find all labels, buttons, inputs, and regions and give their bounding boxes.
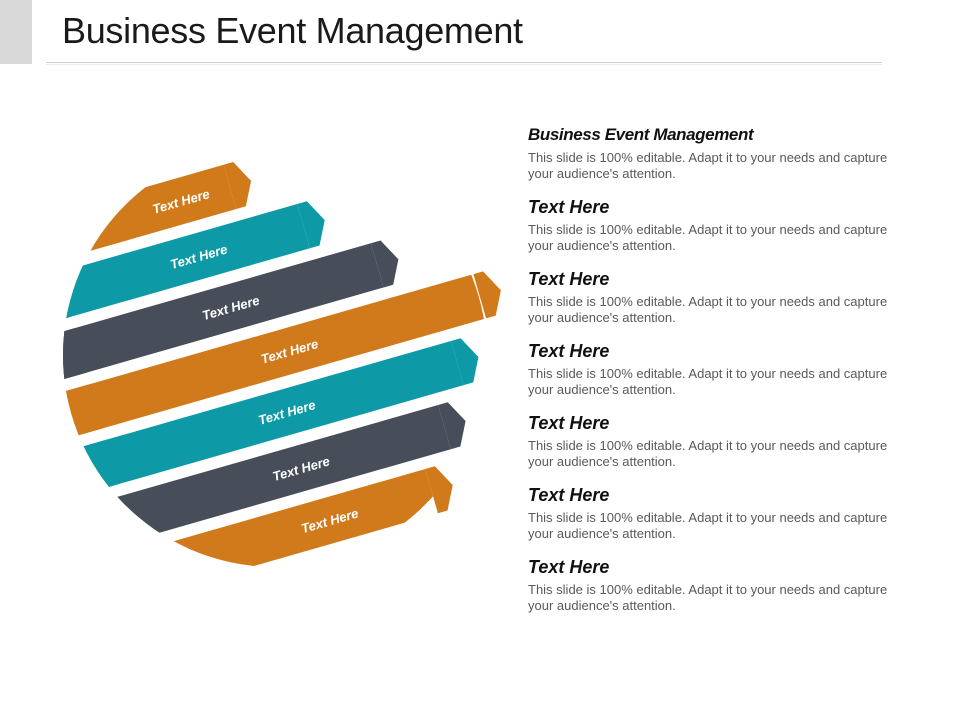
band-rim	[12, 216, 56, 281]
band-rim	[12, 272, 72, 336]
item-heading: Text Here	[528, 197, 610, 217]
text-item: Text Here This slide is 100% editable. A…	[528, 412, 888, 484]
title-accent-block	[0, 0, 32, 64]
text-item: Text Here This slide is 100% editable. A…	[528, 556, 888, 628]
band-arrow-tip	[450, 338, 479, 386]
band-arrow-tip	[473, 271, 501, 319]
text-panel: Business Event Management This slide is …	[528, 124, 888, 628]
band-rim	[71, 551, 152, 600]
band-arrow-tip	[297, 201, 325, 249]
band-arrow-tip	[223, 162, 252, 210]
band-arrow-tip	[438, 402, 466, 450]
band-arrow-tip	[425, 466, 453, 514]
band-body	[12, 243, 384, 392]
band-arrow-tip	[370, 240, 399, 288]
item-description: This slide is 100% editable. Adapt it to…	[528, 222, 888, 253]
band-rim	[55, 495, 136, 559]
item-description: This slide is 100% editable. Adapt it to…	[528, 510, 888, 541]
text-item: Text Here This slide is 100% editable. A…	[528, 196, 888, 268]
text-item: Text Here This slide is 100% editable. A…	[528, 268, 888, 340]
item-heading: Text Here	[528, 269, 610, 289]
item-heading: Text Here	[528, 485, 610, 505]
item-description: This slide is 100% editable. Adapt it to…	[528, 294, 888, 325]
item-heading: Text Here	[528, 413, 610, 433]
text-item: Text Here This slide is 100% editable. A…	[528, 484, 888, 556]
item-heading: Text Here	[528, 557, 610, 577]
text-item: Business Event Management This slide is …	[528, 124, 888, 196]
text-item: Text Here This slide is 100% editable. A…	[528, 340, 888, 412]
item-description: This slide is 100% editable. Adapt it to…	[528, 582, 888, 613]
slide-title: Business Event Management	[62, 10, 523, 51]
band-body	[39, 340, 464, 504]
title-divider	[46, 62, 882, 63]
band-body	[23, 274, 487, 448]
item-heading: Business Event Management	[528, 125, 754, 144]
item-description: This slide is 100% editable. Adapt it to…	[528, 150, 888, 181]
item-description: This slide is 100% editable. Adapt it to…	[528, 366, 888, 397]
item-heading: Text Here	[528, 341, 610, 361]
band-body	[55, 404, 451, 559]
title-divider-shadow	[46, 64, 882, 65]
band-body	[12, 204, 310, 336]
item-description: This slide is 100% editable. Adapt it to…	[528, 438, 888, 469]
